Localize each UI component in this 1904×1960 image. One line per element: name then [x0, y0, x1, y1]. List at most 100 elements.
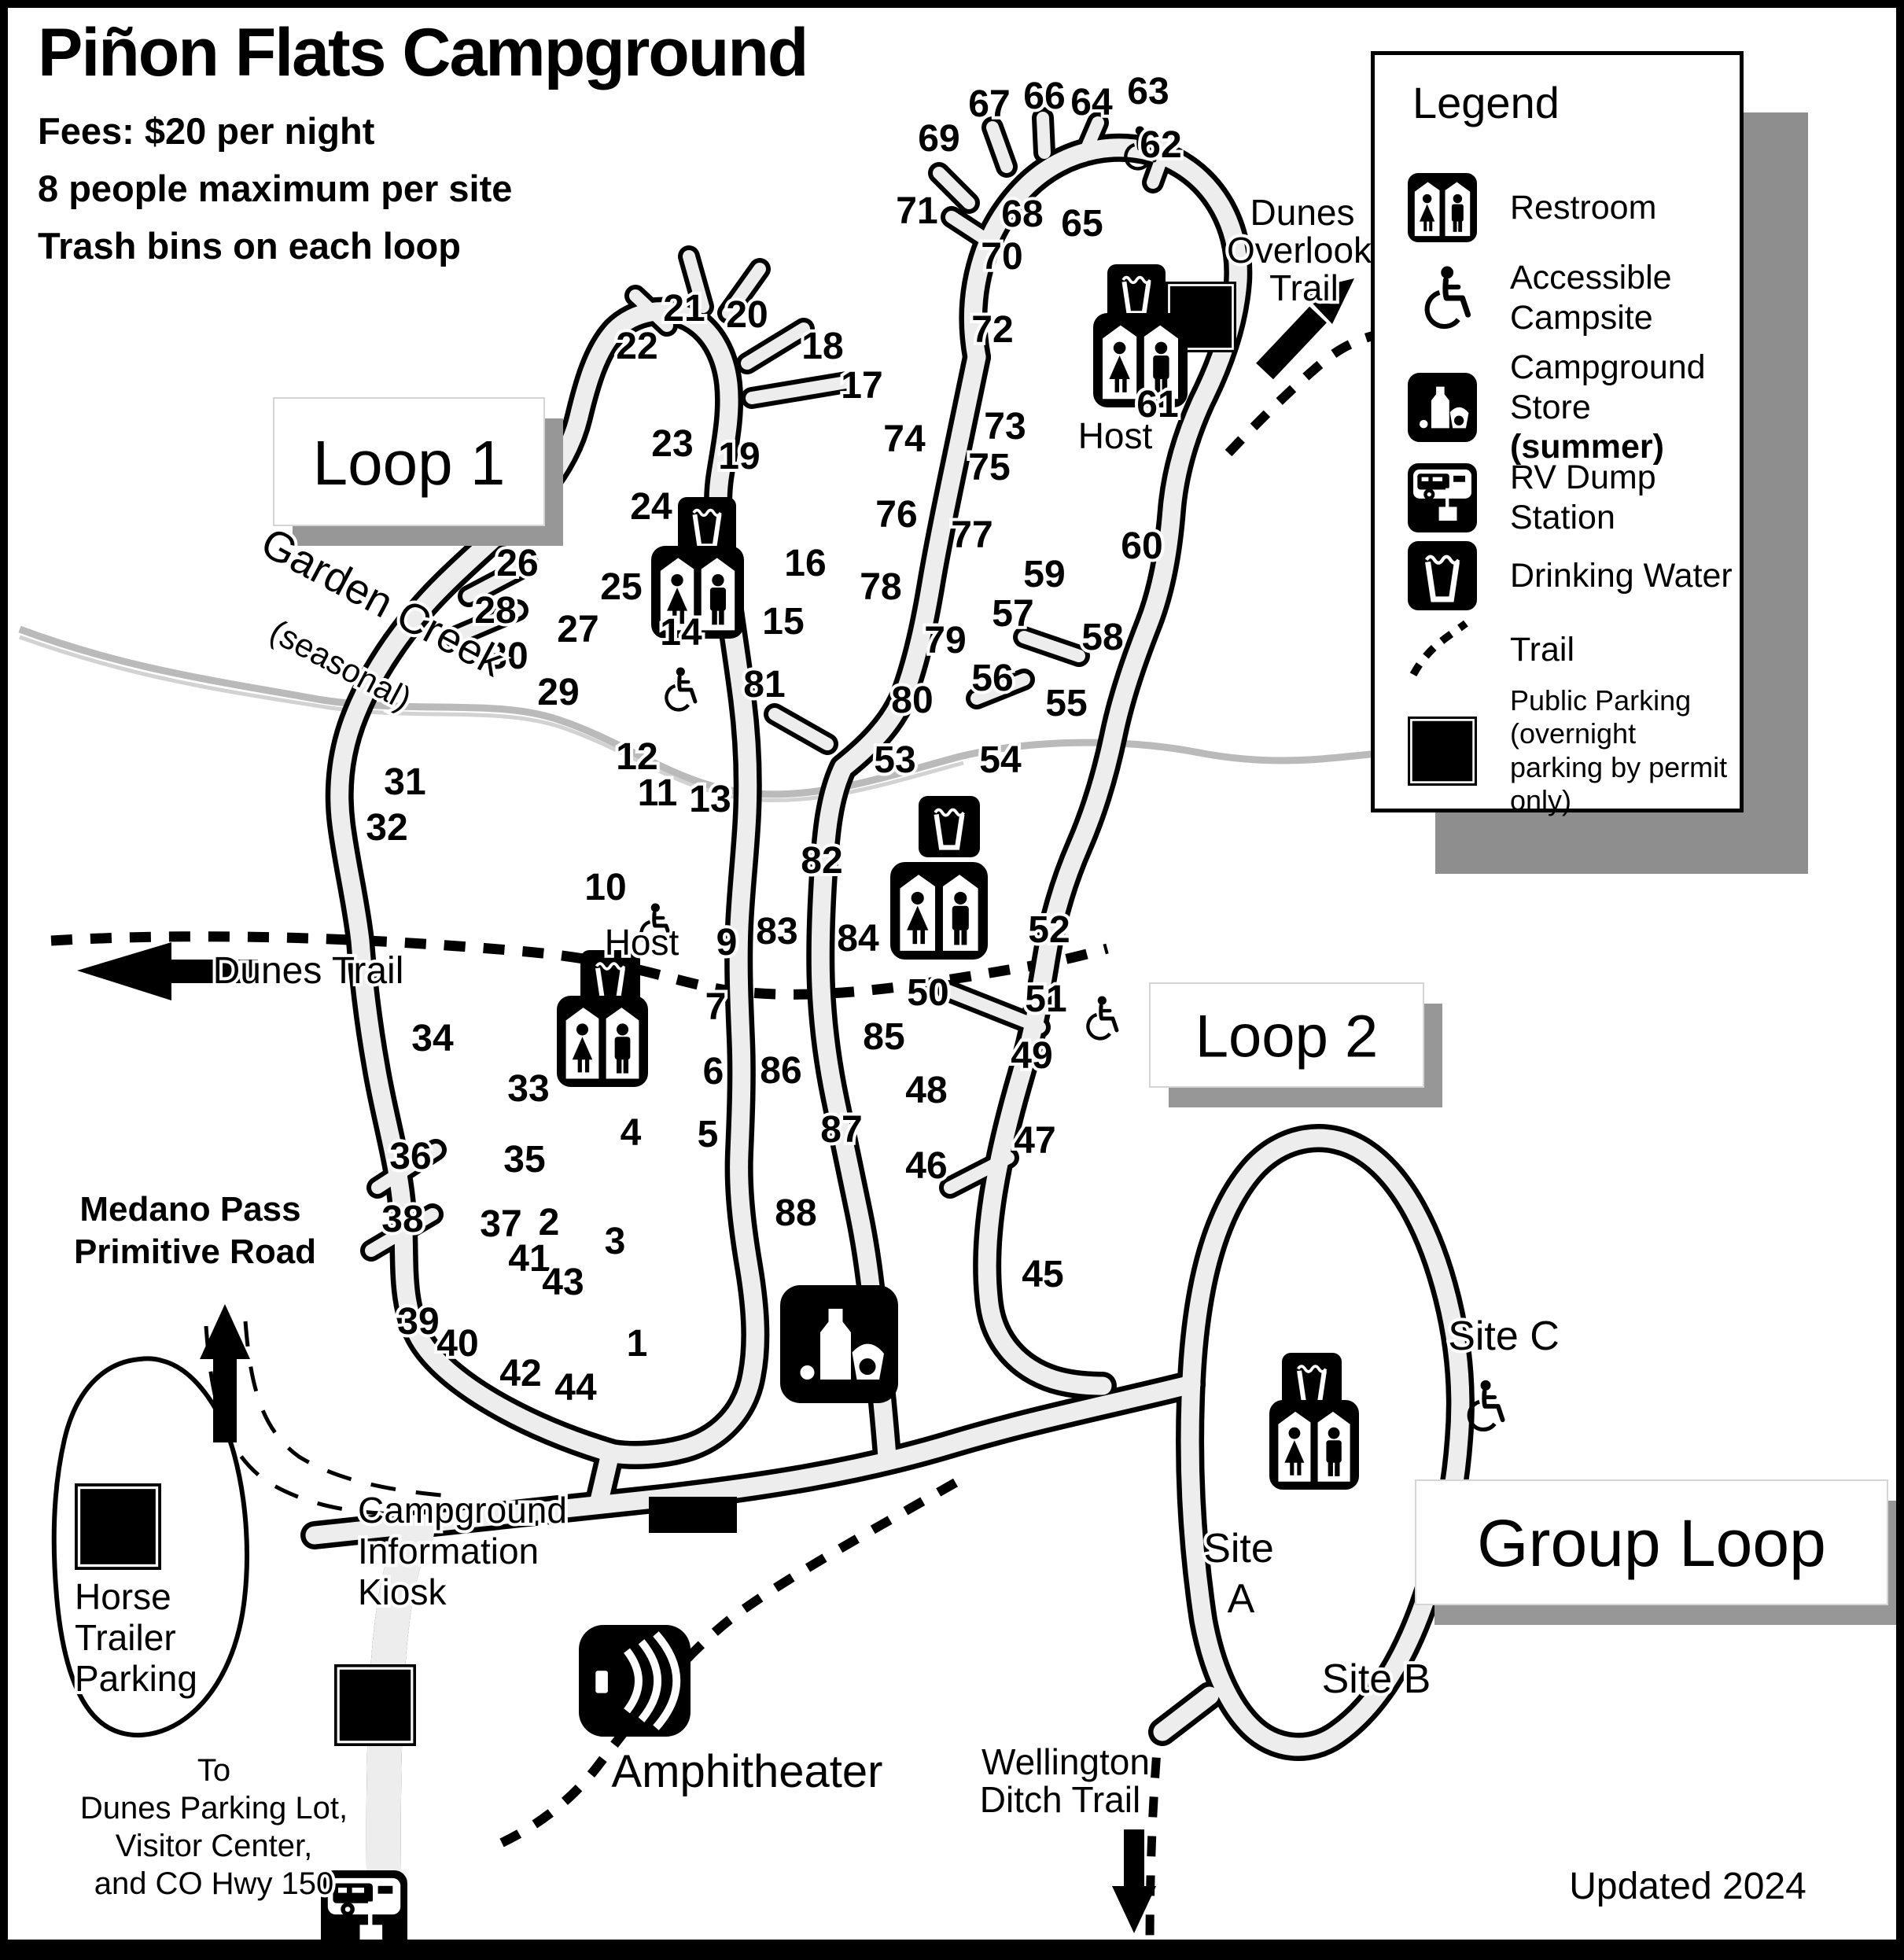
- parking-icon: [334, 1664, 416, 1746]
- map-label: Visitor Center,: [116, 1829, 313, 1863]
- site-number-42: 42: [499, 1353, 541, 1394]
- loop-label-box: Loop 1: [273, 397, 563, 546]
- legend-item-label: Drinking Water: [1510, 556, 1733, 595]
- site-number-47: 47: [1014, 1120, 1055, 1162]
- map-label: Host: [605, 922, 679, 963]
- site-number-43: 43: [542, 1262, 584, 1303]
- map-label: Dunes: [1250, 192, 1355, 233]
- rvdump-icon: [321, 1870, 407, 1957]
- site-number-78: 78: [860, 566, 901, 608]
- site-number-65: 65: [1061, 203, 1103, 245]
- parking-icon: [1408, 717, 1477, 786]
- site-number-12: 12: [616, 736, 657, 778]
- legend-item-label: Accessible Campsite: [1510, 259, 1672, 337]
- map-label: and CO Hwy 150: [94, 1866, 334, 1901]
- dunes-trail-path: [50, 931, 1109, 1000]
- site-number-54: 54: [979, 739, 1022, 781]
- site-number-48: 48: [905, 1070, 947, 1111]
- legend-item-label: Restroom: [1510, 188, 1657, 227]
- site-number-41: 41: [508, 1238, 550, 1280]
- site-number-34: 34: [411, 1018, 454, 1059]
- site-number-60: 60: [1121, 525, 1162, 567]
- site-number-37: 37: [480, 1203, 521, 1245]
- accessible-icon: [666, 667, 695, 709]
- site-number-61: 61: [1136, 384, 1178, 426]
- site-number-68: 68: [1001, 193, 1043, 235]
- dunes-overlook-trail-path: [1225, 329, 1384, 457]
- site-number-56: 56: [971, 658, 1013, 699]
- map-label: A: [1228, 1576, 1255, 1622]
- store-icon: [1408, 373, 1477, 442]
- loop-label: Group Loop: [1477, 1506, 1826, 1580]
- site-number-25: 25: [600, 566, 642, 608]
- site-number-83: 83: [756, 911, 797, 952]
- site-number-7: 7: [705, 986, 727, 1028]
- site-number-45: 45: [1022, 1254, 1063, 1295]
- site-number-32: 32: [366, 807, 407, 849]
- restroom-icon: [557, 996, 648, 1087]
- site-number-6: 6: [703, 1051, 724, 1092]
- site-number-85: 85: [863, 1016, 904, 1058]
- restroom-icon: [890, 862, 988, 960]
- loop-label-box: Group Loop: [1415, 1479, 1896, 1625]
- site-number-74: 74: [883, 418, 926, 460]
- map-label: To: [197, 1753, 230, 1788]
- map-label: Dunes Parking Lot,: [80, 1791, 348, 1826]
- legend-item-store: Campground Store(summer): [1408, 348, 1740, 467]
- map-label: Kiosk: [358, 1571, 447, 1612]
- water-icon: [919, 796, 980, 857]
- legend-item-restroom: Restroom: [1408, 173, 1656, 242]
- map-label: Parking: [75, 1658, 197, 1699]
- site-number-49: 49: [1011, 1035, 1052, 1077]
- legend-item-label: RV Dump Station: [1510, 459, 1656, 536]
- map-label: Site B: [1322, 1656, 1431, 1702]
- trash-line: Trash bins on each loop: [38, 225, 461, 267]
- site-number-69: 69: [918, 118, 959, 160]
- site-number-31: 31: [384, 761, 425, 803]
- information-kiosk-marker: [649, 1497, 737, 1533]
- site-number-13: 13: [689, 779, 731, 820]
- dunes-overlook-arrow: [1256, 278, 1354, 380]
- campground-map: P: [18, 68, 1896, 1957]
- site-number-81: 81: [743, 664, 785, 706]
- title-block: Piñon Flats Campground Fees: $20 per nig…: [38, 14, 808, 267]
- restroom-icon: [1269, 1400, 1359, 1490]
- medano-pass-up-arrow: [200, 1304, 250, 1442]
- site-number-9: 9: [716, 922, 738, 963]
- dunes-trail-arrow: [77, 942, 258, 1000]
- site-number-11: 11: [638, 772, 678, 814]
- garden-creek: [18, 625, 1381, 803]
- restroom-icon: [1408, 173, 1477, 242]
- site-number-29: 29: [537, 672, 579, 713]
- site-number-30: 30: [486, 636, 528, 677]
- map-label: Trail: [1269, 267, 1339, 308]
- site-number-46: 46: [905, 1145, 947, 1187]
- loop-label: Loop 1: [313, 428, 506, 498]
- legend-item-rvdump: RV Dump Station: [1408, 458, 1740, 537]
- site-number-16: 16: [784, 543, 826, 584]
- accessible-icon: [1469, 1380, 1502, 1430]
- site-number-5: 5: [698, 1114, 719, 1155]
- legend-item-label: Campground Store: [1510, 348, 1706, 426]
- site-number-70: 70: [981, 236, 1022, 278]
- site-number-51: 51: [1025, 978, 1066, 1020]
- legend-item-label: Trail: [1510, 630, 1575, 669]
- site-number-73: 73: [984, 406, 1026, 448]
- site-number-76: 76: [875, 494, 917, 536]
- site-number-28: 28: [474, 590, 516, 632]
- amph-icon: [579, 1625, 691, 1737]
- store-icon: [780, 1285, 898, 1403]
- site-number-22: 22: [616, 326, 657, 367]
- site-number-18: 18: [801, 326, 843, 367]
- horse-trailer-road-dash-1: [204, 1325, 440, 1516]
- site-number-59: 59: [1023, 554, 1065, 595]
- site-number-53: 53: [874, 739, 915, 781]
- site-number-2: 2: [539, 1202, 560, 1243]
- site-number-80: 80: [891, 680, 933, 721]
- map-label: Horse: [75, 1576, 171, 1617]
- legend-item-label: (summer): [1510, 428, 1664, 466]
